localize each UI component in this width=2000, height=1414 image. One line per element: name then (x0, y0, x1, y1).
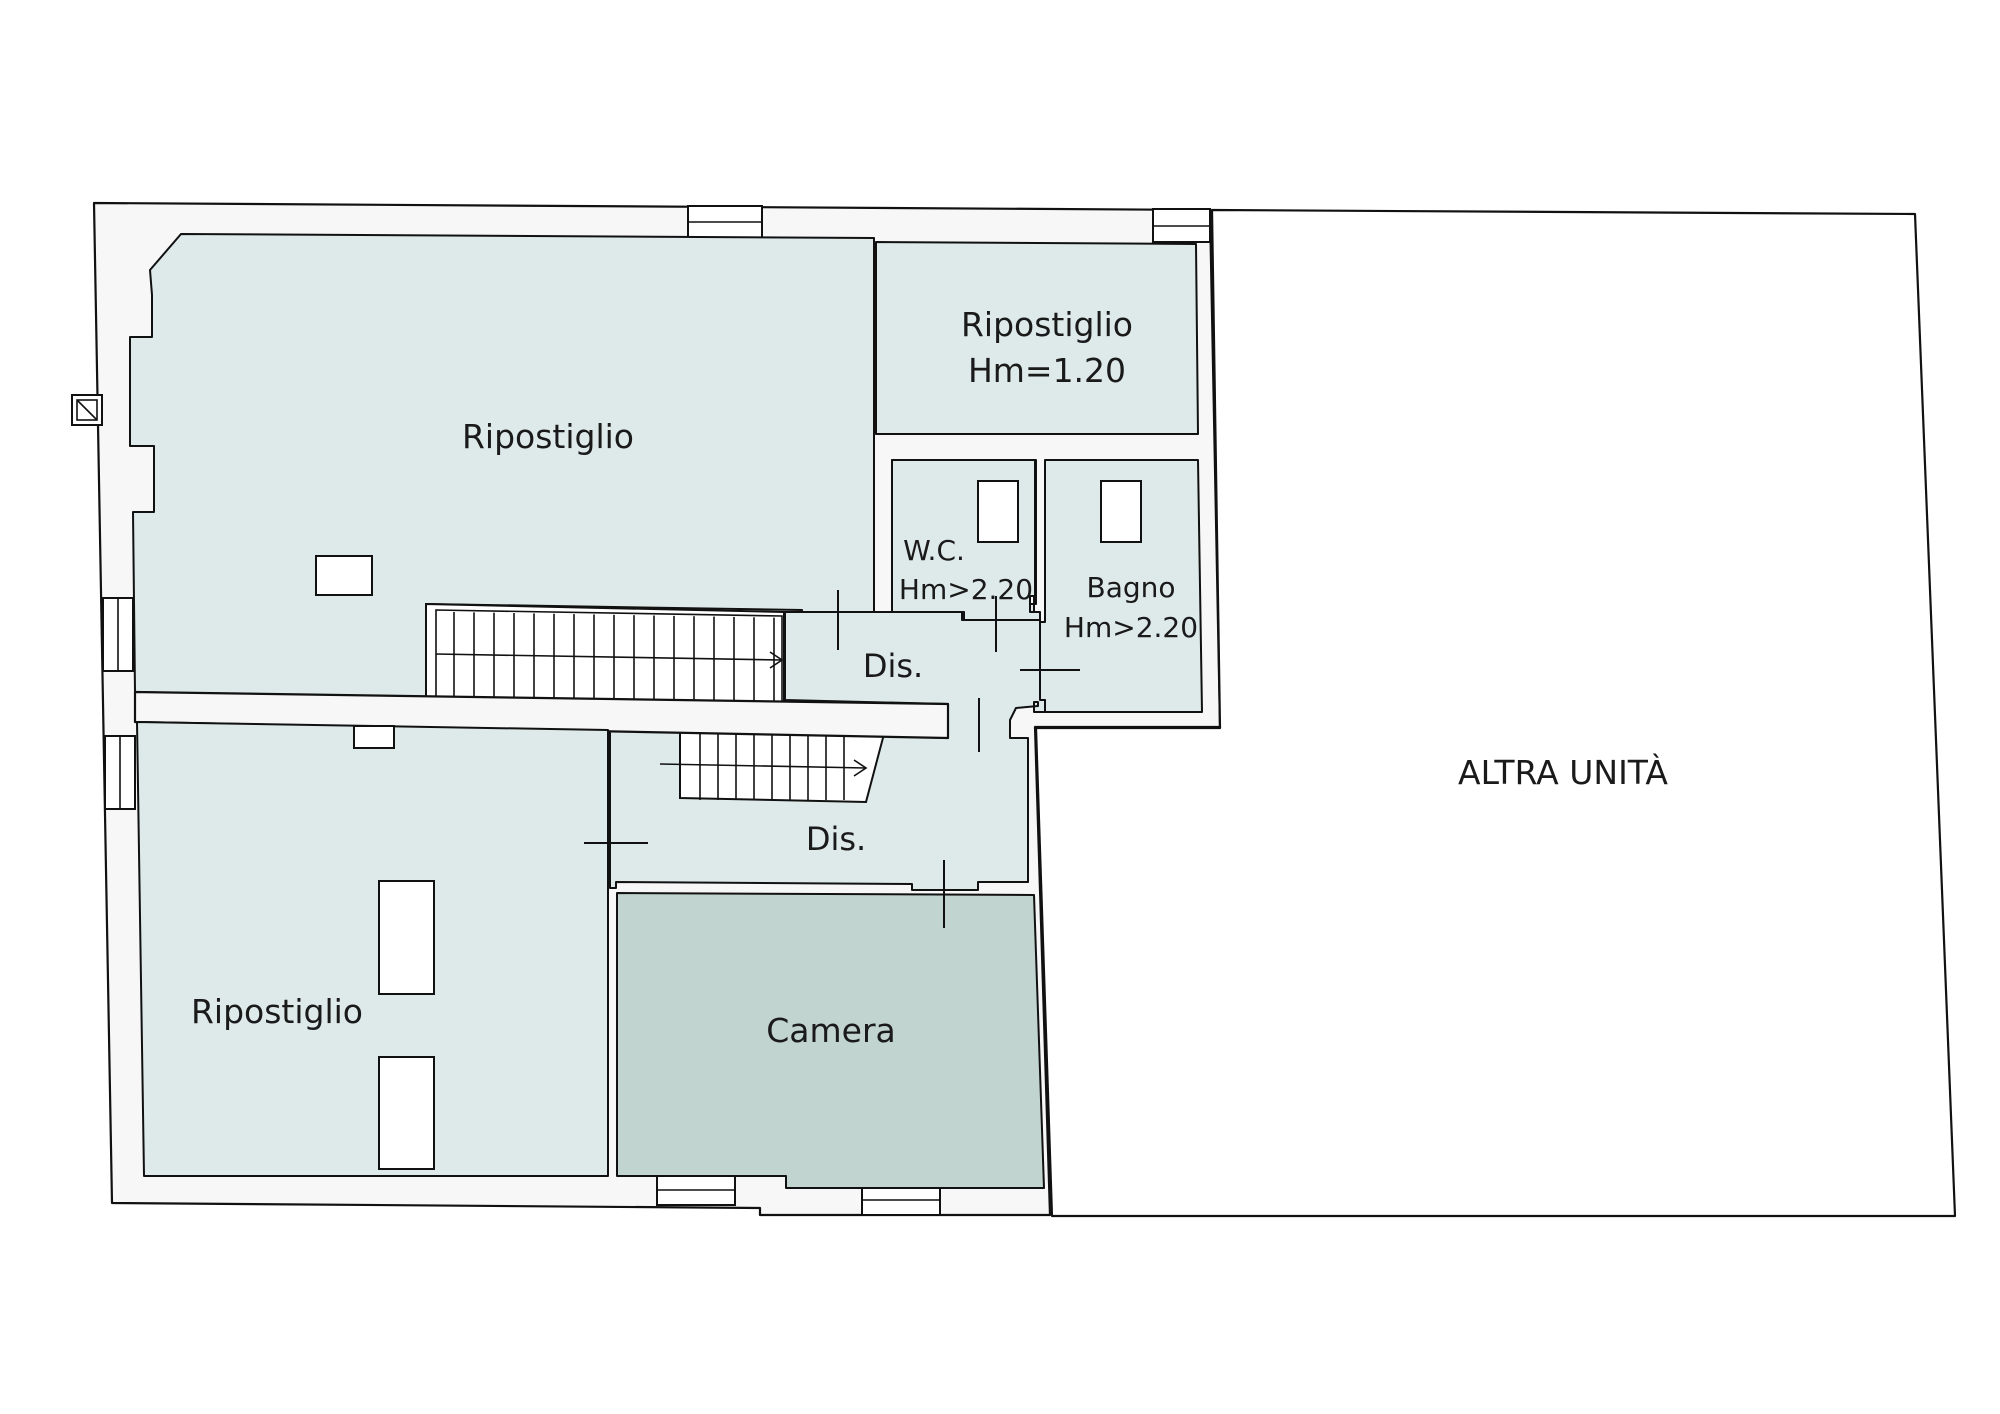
window-left-2 (104, 735, 136, 810)
skylight-main (315, 555, 373, 596)
interior-wall-band (133, 690, 950, 740)
room-storage-small (875, 241, 1199, 435)
stair-upper (425, 602, 785, 706)
label-other-unit: ALTRA UNITÀ (1458, 752, 1668, 792)
skylight-bathroom (1100, 480, 1142, 543)
label-storage-small-height: Hm=1.20 (968, 351, 1126, 390)
other-unit-area (1034, 208, 1957, 1218)
label-storage-main: Ripostiglio (462, 417, 634, 456)
window-top-2 (1152, 208, 1211, 243)
room-storage-lower (136, 721, 609, 1177)
label-storage-lower: Ripostiglio (191, 992, 363, 1031)
stair-lower (659, 728, 886, 804)
skylight-wc (977, 480, 1019, 543)
skylight-lower-1 (378, 880, 435, 995)
label-hallway-lower: Dis. (806, 820, 866, 858)
label-wc-height: Hm>2.20 (899, 573, 1033, 606)
room-bedroom (616, 892, 1045, 1189)
label-bathroom-height: Hm>2.20 (1064, 611, 1198, 644)
label-storage-small-name: Ripostiglio (961, 305, 1133, 344)
label-hallway-upper: Dis. (863, 647, 923, 685)
wall-niche (353, 725, 395, 749)
window-bottom-2 (861, 1185, 941, 1216)
skylight-lower-2 (378, 1056, 435, 1170)
label-wc-name: W.C. (903, 534, 965, 567)
window-left-1 (102, 597, 134, 672)
window-top-1 (687, 205, 763, 239)
label-bedroom: Camera (766, 1011, 896, 1050)
flue-icon (71, 394, 103, 426)
window-bottom-1 (656, 1174, 736, 1206)
label-bathroom-name: Bagno (1086, 571, 1175, 604)
